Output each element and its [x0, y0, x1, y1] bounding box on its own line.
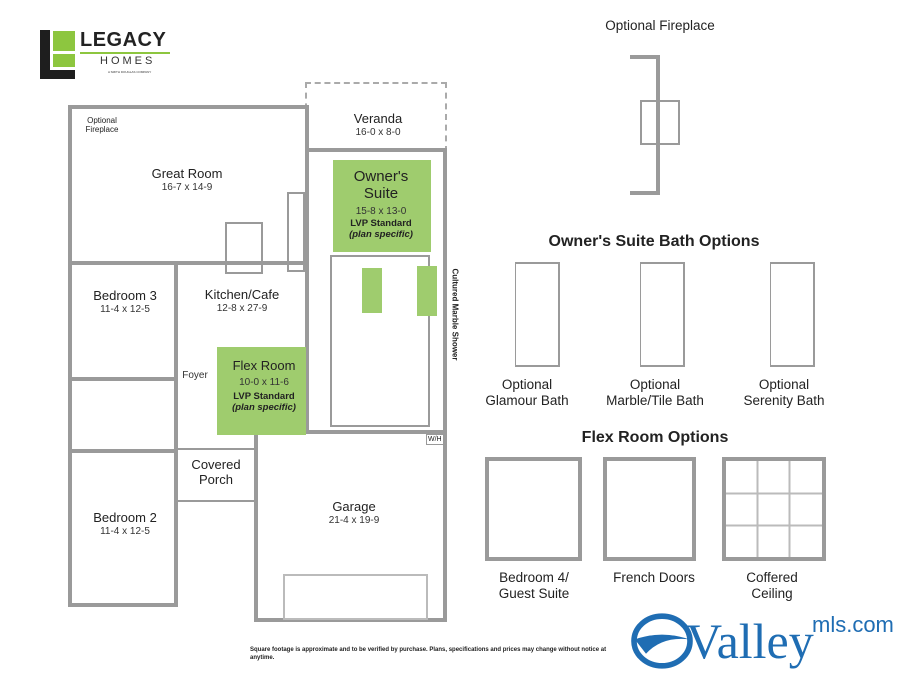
kitchen-island: [225, 222, 263, 274]
garage-door: [283, 574, 428, 620]
owners-suite-line2: Suite: [363, 185, 399, 203]
covered-porch-line1: Covered: [191, 457, 241, 472]
coffered-ceiling-line2: Ceiling: [751, 585, 793, 601]
legacy-homes-logo: LEGACY HOMES A SMITH DOUGLAS COMPANY: [40, 29, 175, 80]
owners-suite-note2: (plan specific): [349, 228, 413, 240]
logo-mark-green-bottom: [53, 54, 75, 67]
disclaimer: Square footage is approximate and to be …: [250, 647, 607, 661]
great-room-dim: 16-7 x 14-9: [161, 181, 213, 193]
foyer-label: Foyer: [182, 370, 208, 381]
bedroom3-dim: 11-4 x 12-5: [100, 303, 150, 315]
watermark-text: Valley: [686, 613, 814, 669]
flex-room-note1: LVP Standard: [233, 391, 295, 403]
bedroom3-name: Bedroom 3: [93, 288, 157, 303]
flex-room-label: Flex Room 10-0 x 11-6 LVP Standard (plan…: [232, 358, 296, 414]
logo-mark-green-top: [53, 31, 75, 51]
serenity-bath-line1: Optional: [758, 377, 810, 392]
logo-tagline: A SMITH DOUGLAS COMPANY: [108, 70, 152, 74]
optional-fireplace-title: Optional Fireplace: [605, 18, 715, 33]
owners-bath-highlight: [362, 268, 382, 313]
bedroom4-line2: Guest Suite: [498, 585, 570, 601]
flex-room-name: Flex Room: [232, 358, 296, 373]
garage-walls: [254, 430, 447, 622]
valleymls-watermark: Valley mls.com: [630, 610, 900, 675]
kitchen-counter: [287, 192, 305, 272]
logo-mark-bar: [40, 30, 50, 78]
marble-bath-diagram: [640, 262, 685, 367]
veranda-dim: 16-0 x 8-0: [355, 126, 401, 138]
marble-bath-line1: Optional: [629, 377, 681, 392]
flex-room-highlight: [217, 347, 306, 435]
veranda-label: Veranda 16-0 x 8-0: [353, 111, 403, 138]
covered-porch-label: Covered Porch: [191, 457, 241, 488]
kitchen-name: Kitchen/Cafe: [204, 287, 280, 302]
marble-bath-line2: Marble/Tile Bath: [606, 392, 704, 408]
flex-room-note2: (plan specific): [232, 402, 296, 414]
bedroom3-label: Bedroom 3 11-4 x 12-5: [93, 288, 157, 315]
serenity-bath-line2: Serenity Bath: [743, 392, 825, 408]
french-doors-diagram: [603, 457, 696, 561]
kitchen-dim: 12-8 x 27-9: [216, 302, 268, 314]
serenity-bath-diagram: [770, 262, 815, 367]
logo-sub: HOMES: [100, 55, 156, 67]
coffered-ceiling-diagram: [722, 457, 826, 561]
flex-options-title: Flex Room Options: [581, 429, 729, 446]
logo-mark-base: [40, 70, 75, 79]
flex-room-dim: 10-0 x 11-6: [239, 376, 289, 388]
glamour-bath-line1: Optional: [501, 377, 553, 392]
bedroom3-walls: [68, 261, 178, 381]
optional-fireplace-note-line1: Optional: [87, 116, 117, 125]
logo-rule: [80, 52, 170, 54]
bedroom4-label: Bedroom 4/Guest Suite: [499, 570, 570, 601]
veranda-name: Veranda: [353, 111, 403, 126]
fireplace-box: [640, 100, 680, 145]
water-heater-label: W/H: [426, 434, 444, 445]
shower-highlight: [417, 266, 437, 316]
owners-suite-label: Owner's Suite 15-8 x 13-0 LVP Standard (…: [349, 168, 413, 241]
great-room-name: Great Room: [151, 166, 223, 181]
garage-name: Garage: [332, 499, 376, 514]
optional-fireplace-note-line2: Fireplace: [85, 125, 119, 135]
bedroom4-line1: Bedroom 4/: [499, 570, 569, 585]
great-room-label: Great Room 16-7 x 14-9: [151, 166, 223, 193]
owners-suite-note1: LVP Standard: [350, 218, 412, 229]
owners-suite-dim: 15-8 x 13-0: [355, 205, 407, 217]
logo-brand: LEGACY: [80, 29, 167, 51]
french-doors-line1: French Doors: [613, 570, 695, 585]
garage-dim: 21-4 x 19-9: [328, 514, 380, 526]
covered-porch-line2: Porch: [199, 471, 233, 487]
valley-logo-icon: [631, 613, 693, 669]
garage-label: Garage 21-4 x 19-9: [328, 499, 380, 526]
french-doors-label: French Doors: [613, 570, 695, 586]
bedroom2-walls: [68, 449, 178, 607]
bath2-walls: [68, 377, 178, 453]
kitchen-label: Kitchen/Cafe 12-8 x 27-9: [204, 287, 280, 314]
shower-label: Cultured Marble Shower: [450, 268, 460, 361]
optional-fireplace-note: Optional Fireplace: [86, 116, 119, 134]
owners-suite-highlight: [333, 160, 431, 252]
fireplace-diagram: [630, 55, 660, 195]
bath-options-title: Owner's Suite Bath Options: [548, 233, 760, 250]
owners-bath-walls: [330, 255, 430, 427]
watermark-suffix: mls.com: [812, 612, 894, 637]
coffered-ceiling-line1: Coffered: [746, 570, 798, 585]
glamour-bath-diagram: [515, 262, 560, 367]
bedroom2-name: Bedroom 2: [93, 510, 157, 525]
bedroom2-label: Bedroom 2 11-4 x 12-5: [93, 510, 157, 537]
glamour-bath-line2: Glamour Bath: [485, 392, 569, 408]
bedroom2-dim: 11-4 x 12-5: [100, 525, 150, 537]
owners-suite-line1: Owner's: [353, 168, 409, 185]
bedroom4-diagram: [485, 457, 582, 561]
